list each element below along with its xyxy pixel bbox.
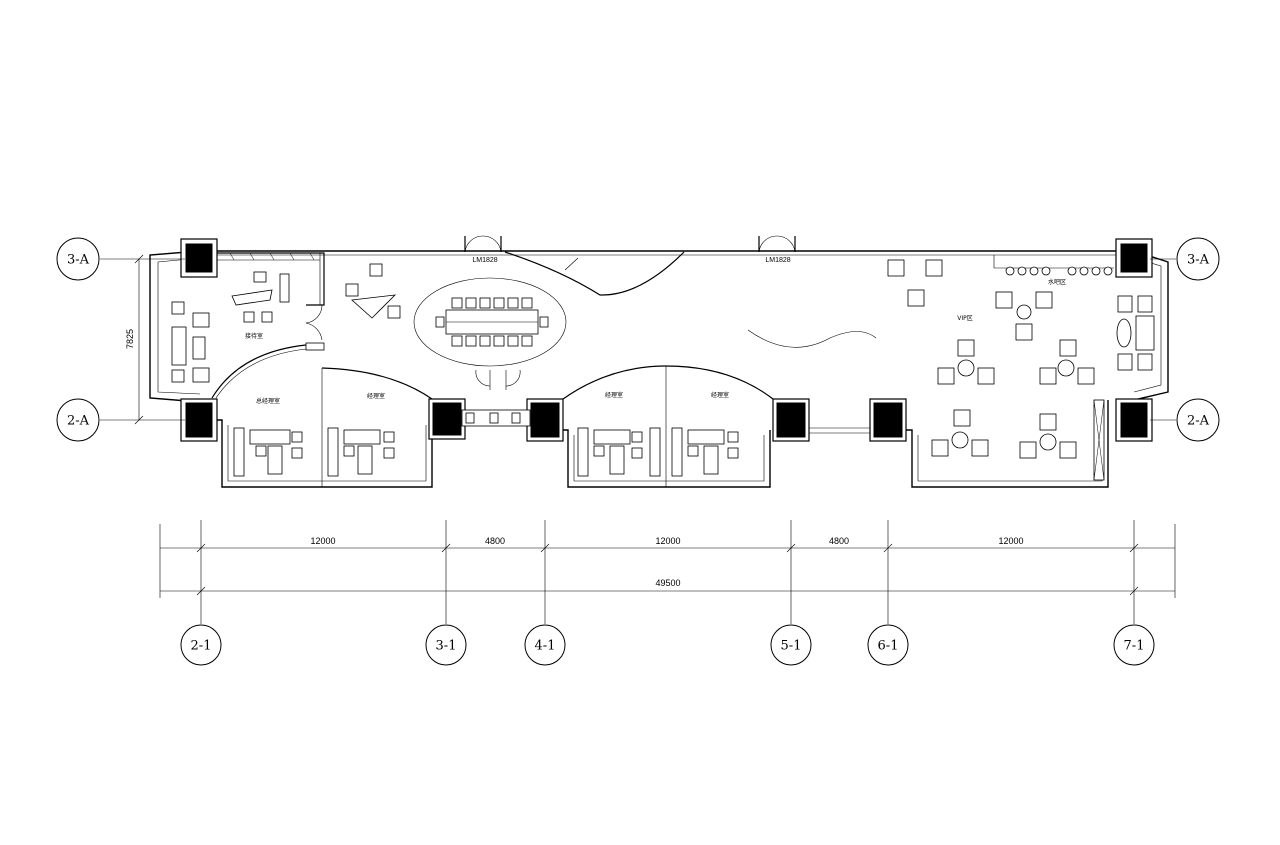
room-label-vip: VIP区 <box>957 315 973 322</box>
room-label-manager-1: 经理室 <box>367 392 385 400</box>
room-labels: 接待室 总经理室 经理室 经理室 经理室 VIP区 水吧区 LM1828 LM1… <box>245 257 1066 405</box>
axis-bubble-3-1: 3-1 <box>425 624 467 666</box>
svg-text:3-1: 3-1 <box>436 639 457 654</box>
height-dimension-label: 7825 <box>125 329 135 349</box>
dimension-total: 49500 <box>655 578 680 588</box>
svg-text:3-A: 3-A <box>67 253 90 268</box>
column-3A-left <box>180 238 218 278</box>
column-3A-right <box>1115 238 1153 278</box>
svg-text:4-1: 4-1 <box>535 639 556 654</box>
svg-text:6-1: 6-1 <box>878 639 899 654</box>
column-2A-6 <box>869 398 907 442</box>
dimension-span-5: 12000 <box>998 536 1023 546</box>
vertical-axes: 2-1 3-1 4-1 5-1 6-1 7-1 <box>180 520 1155 666</box>
axis-bubble-5-1: 5-1 <box>770 624 812 666</box>
room-label-manager-2: 经理室 <box>605 391 623 399</box>
column-2A-4 <box>526 398 564 442</box>
svg-text:2-1: 2-1 <box>191 639 212 654</box>
svg-text:5-1: 5-1 <box>781 639 802 654</box>
dimension-span-2: 4800 <box>485 536 505 546</box>
door-LM1828-2 <box>758 235 796 253</box>
svg-text:3-A: 3-A <box>1187 253 1210 268</box>
door-label-2: LM1828 <box>765 257 790 264</box>
column-2A-1 <box>180 398 218 442</box>
axis-bubble-3A-left: 3-A <box>56 237 100 281</box>
axis-bubble-2A-left: 2-A <box>56 398 100 442</box>
axis-bubble-2A-right: 2-A <box>1176 398 1220 442</box>
furniture <box>171 259 1155 477</box>
svg-text:7-1: 7-1 <box>1124 639 1145 654</box>
axis-bubble-2-1: 2-1 <box>180 624 222 666</box>
axis-bubble-3A-right: 3-A <box>1176 237 1220 281</box>
room-label-water-bar: 水吧区 <box>1048 278 1066 286</box>
axis-bubble-4-1: 4-1 <box>524 624 566 666</box>
door-label-1: LM1828 <box>472 257 497 264</box>
horizontal-axes: 3-A 3-A 2-A 2-A 7825 <box>56 237 1220 442</box>
room-label-reception: 接待室 <box>245 332 263 340</box>
dimension-span-1: 12000 <box>310 536 335 546</box>
column-2A-5 <box>772 398 810 442</box>
dimension-chain: 12000 4800 12000 4800 12000 49500 <box>159 524 1176 598</box>
columns <box>180 238 1153 442</box>
room-label-general-manager: 总经理室 <box>256 397 280 405</box>
column-2A-3 <box>428 398 466 440</box>
axis-bubble-6-1: 6-1 <box>867 624 909 666</box>
axis-bubble-7-1: 7-1 <box>1113 624 1155 666</box>
svg-text:2-A: 2-A <box>1187 414 1210 429</box>
door-LM1828-1 <box>464 235 502 253</box>
room-label-manager-3: 经理室 <box>711 391 729 399</box>
partitions <box>211 235 1114 487</box>
svg-text:2-A: 2-A <box>67 414 90 429</box>
column-2A-7 <box>1115 398 1153 442</box>
dimension-span-4: 4800 <box>829 536 849 546</box>
dimension-span-3: 12000 <box>655 536 680 546</box>
